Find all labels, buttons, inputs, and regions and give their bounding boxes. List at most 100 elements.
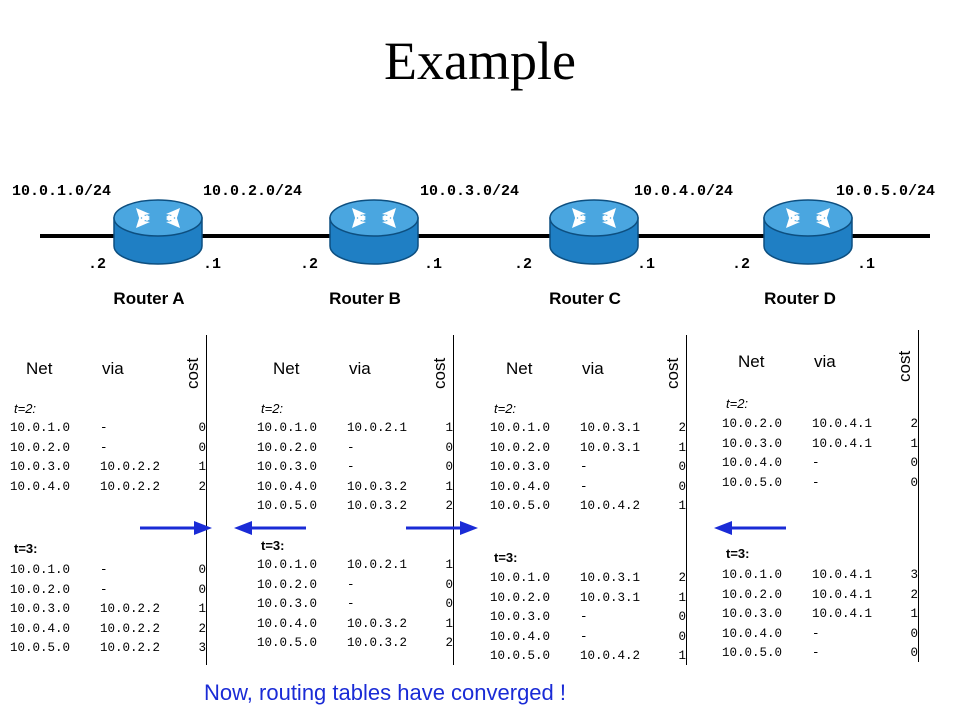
row-via: 10.0.2.2 [100,621,161,636]
row-cost: 0 [198,421,206,435]
row-via: 10.0.3.2 [347,499,408,513]
table-row: 10.0.3.0-0 [490,608,686,628]
row-via: - [580,460,588,474]
table-row: 10.0.4.0-0 [722,625,918,645]
table-row: 10.0.5.0-0 [722,644,918,664]
table-row: 10.0.2.0-0 [10,581,206,601]
table-row: 10.0.2.0-0 [10,439,206,459]
router-c-icon [546,196,642,270]
router-a-right-if: .1 [203,256,222,273]
row-cost: 2 [678,421,686,435]
row-cost: 2 [910,587,918,602]
router-b-right-if: .1 [424,256,443,273]
row-via: - [812,646,820,660]
row-cost: 2 [678,571,686,585]
row-cost: 0 [198,440,206,455]
row-cost: 0 [445,440,453,455]
table-row: 10.0.4.0-0 [722,454,918,474]
time-label-t3: t=3: [494,550,518,565]
row-via: 10.0.4.1 [812,417,873,431]
row-via: - [580,629,588,644]
row-net: 10.0.4.0 [490,479,551,494]
convergence-note: Now, routing tables have converged ! [204,680,567,705]
row-via: - [812,456,820,470]
row-via: - [347,460,355,474]
row-cost: 3 [910,568,918,582]
table-separator [686,335,687,665]
row-cost: 1 [445,616,453,631]
row-net: 10.0.3.0 [722,436,783,451]
row-net: 10.0.2.0 [722,587,783,602]
row-cost: 0 [910,456,918,470]
router-c-right-if: .1 [637,256,656,273]
header-cost: cost [663,357,682,389]
network-label-5: 10.0.5.0/24 [836,183,936,200]
row-cost: 0 [910,646,918,660]
network-label-1: 10.0.1.0/24 [12,183,112,200]
network-label-4: 10.0.4.0/24 [634,183,734,200]
row-via: - [100,563,108,577]
row-net: 10.0.2.0 [257,577,318,592]
header-cost: cost [895,350,914,382]
row-via: - [580,610,588,624]
row-net: 10.0.1.0 [490,571,551,585]
row-net: 10.0.4.0 [722,626,783,641]
row-net: 10.0.1.0 [257,558,318,572]
row-cost: 3 [198,641,206,655]
row-cost: 1 [445,558,453,572]
table-row: 10.0.1.0-0 [10,561,206,581]
arrow-right-icon [406,521,478,535]
row-via: 10.0.4.2 [580,649,641,663]
row-net: 10.0.1.0 [722,568,783,582]
row-net: 10.0.3.0 [257,597,318,611]
row-via: 10.0.3.2 [347,636,408,650]
header-net: Net [738,352,765,371]
row-via: 10.0.2.2 [100,460,161,474]
row-via: - [347,577,355,592]
row-via: - [580,479,588,494]
row-cost: 0 [910,475,918,490]
row-net: 10.0.2.0 [490,590,551,605]
row-net: 10.0.2.0 [257,440,318,455]
row-net: 10.0.1.0 [490,421,551,435]
arrow-left-icon [234,521,306,535]
row-via: 10.0.2.1 [347,421,408,435]
row-via: 10.0.3.1 [580,571,641,585]
row-via: 10.0.3.2 [347,479,408,494]
row-net: 10.0.3.0 [257,460,318,474]
row-cost: 1 [445,479,453,494]
header-via: via [349,359,371,378]
row-net: 10.0.1.0 [10,563,71,577]
row-cost: 1 [445,421,453,435]
row-net: 10.0.2.0 [722,417,783,431]
router-a-left-if: .2 [88,256,107,273]
router-c-name: Router C [549,289,621,308]
row-net: 10.0.4.0 [490,629,551,644]
row-cost: 2 [198,479,206,494]
table-row: 10.0.3.0-0 [490,458,686,478]
row-net: 10.0.2.0 [10,440,71,455]
router-b-icon [326,196,422,270]
row-via: 10.0.2.2 [100,479,161,494]
row-via: 10.0.3.1 [580,590,641,605]
router-a-icon [110,196,206,270]
header-cost: cost [183,357,202,389]
row-via: - [100,582,108,597]
row-via: - [812,626,820,641]
row-via: - [347,440,355,455]
row-net: 10.0.2.0 [490,440,551,455]
table-row: 10.0.4.0-0 [490,628,686,648]
arrow-left-icon [714,521,786,535]
row-net: 10.0.3.0 [490,610,551,624]
row-via: 10.0.4.2 [580,499,641,513]
table-separator [206,335,207,665]
